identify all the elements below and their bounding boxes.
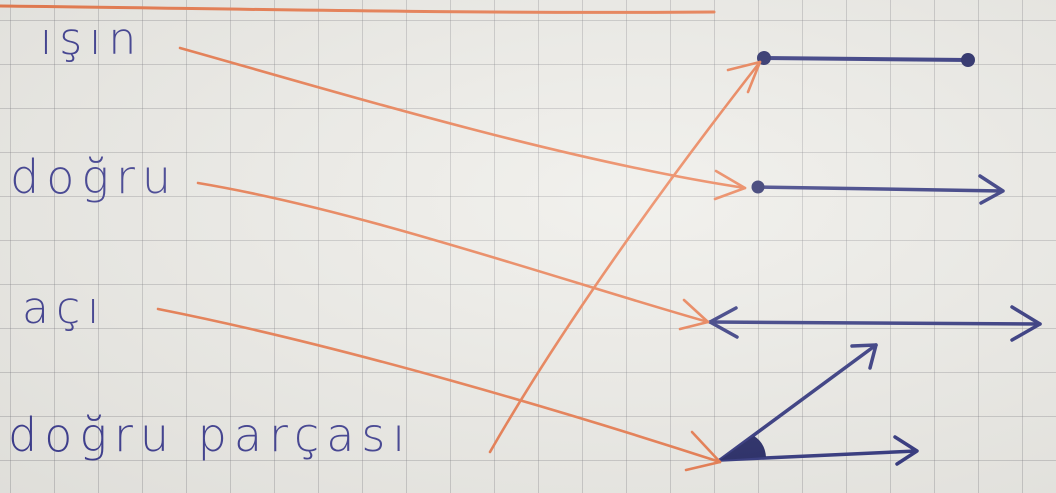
ray-arrowhead	[978, 174, 1005, 205]
match-arrow-dogru-parcasi	[488, 60, 762, 454]
line-arrowhead-right	[1010, 305, 1042, 342]
match-arrow-isin	[178, 46, 747, 201]
label-dogru: doğru	[10, 150, 179, 204]
angle-arrowhead-lower	[893, 435, 919, 466]
angle-arrowhead-upper	[850, 343, 878, 370]
ray-endpoint	[751, 180, 765, 194]
angle-figure	[718, 343, 919, 466]
label-isin: ışın	[40, 14, 144, 65]
line-figure	[708, 305, 1042, 342]
top-underline	[0, 4, 716, 14]
line-arrowhead-left	[708, 306, 739, 339]
segment-endpoint-right	[961, 53, 975, 67]
angle-marker	[720, 436, 766, 460]
ray-figure	[751, 174, 1005, 205]
match-arrow-aci	[156, 307, 722, 472]
segment-figure	[757, 51, 975, 67]
label-aci: açı	[22, 283, 107, 334]
label-dogru-parcasi: doğru parçası	[8, 408, 413, 462]
match-arrow-dogru	[196, 181, 710, 331]
